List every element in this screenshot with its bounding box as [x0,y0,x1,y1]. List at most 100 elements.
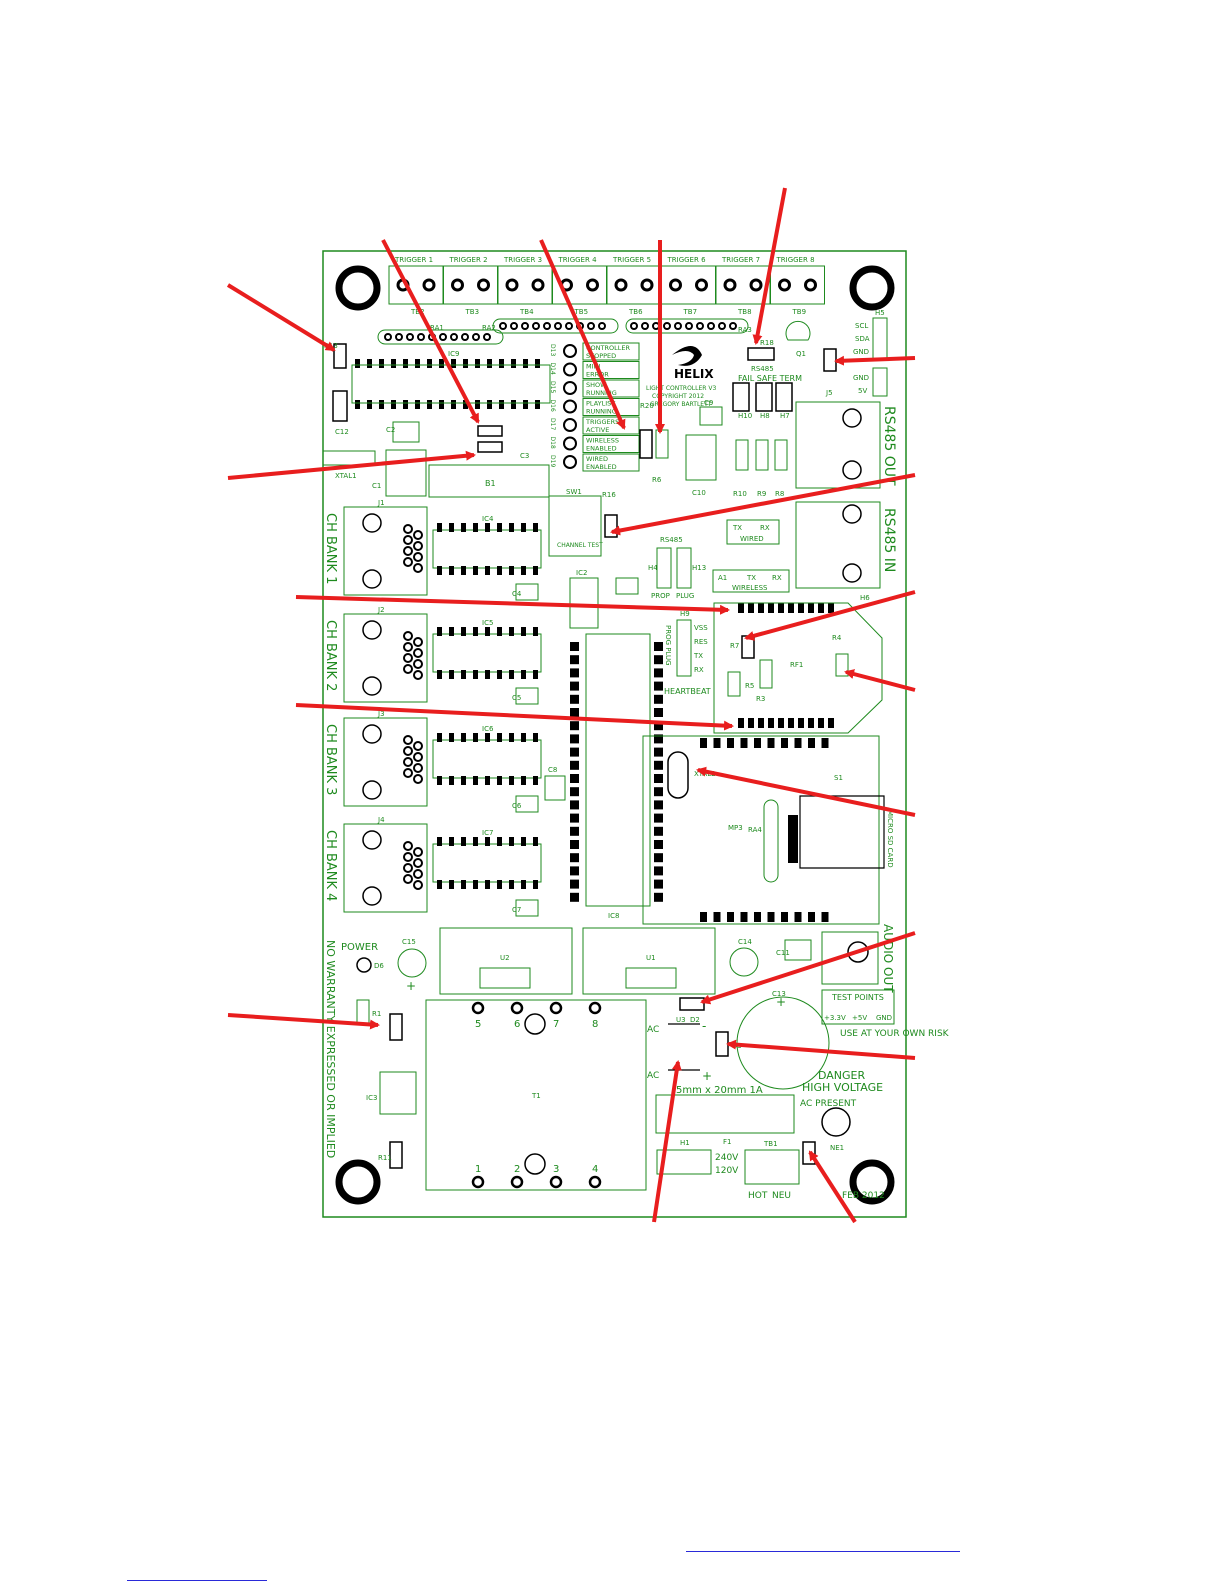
trigger-tb-label: TB3 [465,308,480,316]
ch-bank-label: CH BANK 4 [323,830,338,901]
ic8-pin [654,866,663,876]
c3-label: C3 [520,452,529,460]
rtc-pwr-header: SCL SDA GND GND 5V H5 [853,309,888,397]
mp3-label: MP3 [728,824,743,832]
trigger-tb-label: TB7 [683,308,698,316]
driver-ic-pin [521,776,526,785]
annotation-arrow [696,766,916,817]
ic8-pin [654,879,663,889]
driver-ic [432,633,542,673]
trigger-label: TRIGGER 6 [667,256,707,264]
rf1-pin [778,603,784,613]
tb1-label: TB1 [763,1140,778,1148]
q1-label: Q1 [796,350,806,358]
d6-label: D6 [374,962,384,970]
s1-pin [754,738,761,748]
ic9-pin [499,359,504,368]
ic2-label: IC2 [576,569,587,577]
ic8-pin [570,708,579,717]
driver-ic-pin [485,523,490,532]
driver-ic-pin [521,523,526,532]
mounting-holes [335,265,895,1205]
logo-line3: GREGORY BARTLETT [650,401,712,408]
s1-mp3-module: S1 MP3 MICRO SD CARD [642,735,894,925]
ac-present-label: AC PRESENT [800,1099,857,1109]
ic9-label: IC9 [448,350,459,358]
b1-label: B1 [485,479,496,488]
t1-pin-label: 5 [475,1019,481,1030]
array-pad [510,322,518,330]
driver-ic-pin [509,523,514,532]
driver-ic-pin [521,733,526,742]
ic9-pin [379,359,384,368]
wireless-label: WIRELESS [732,584,768,592]
bridge-plus-label: + [702,1069,712,1083]
ch-bank-jack [343,717,428,807]
s1-pin [794,738,802,748]
ic8-pin [570,760,579,770]
c5-label: C5 [512,694,521,702]
logo-line2: COPYRIGHT 2012 [652,393,704,400]
ic8-pin [570,681,579,691]
jack-pin [403,557,413,567]
jack-hole [362,676,382,696]
jack-pin [403,642,413,652]
j5: J5 [823,348,837,397]
rf1-label: RF1 [790,661,803,669]
r5-label: R5 [745,682,754,690]
t1-pin-label: 8 [592,1019,598,1030]
c13: C13 + [736,990,830,1090]
driver-ic-pin [473,566,478,575]
driver-ic-pin [473,837,478,846]
array-pad [450,333,458,341]
ic9: IC9 [351,350,551,404]
footer-link-underline [686,1551,960,1552]
r11-label: R11 [378,1154,392,1162]
driver-ic-pin [533,776,538,785]
annotation-arrow [726,1039,916,1060]
jack-pin [403,852,413,862]
driver-ic-pin [509,627,514,636]
status-led-box [582,453,640,472]
ic9-pin [391,400,396,409]
s1-pin [713,738,721,748]
annotation-arrow [808,1150,857,1224]
small-caps: C4 C5 C6 C7 C8 C9 [512,399,723,917]
plug-label: PLUG [676,592,694,600]
array-pad [395,333,403,341]
jack-pin [413,552,423,562]
c13-label: C13 [772,990,786,998]
wireless-tx-label: TX [746,574,756,582]
s1-pin [767,912,775,922]
driver-ic-pin [473,733,478,742]
ic8-pin [654,721,663,731]
r10-r9-r8: R10 R9 R8 [733,439,788,498]
ic8-pin [570,826,579,836]
jack-pin [413,752,423,762]
status-led-box [582,416,640,435]
ic9-pin [355,359,360,368]
c12-label: C12 [335,428,349,436]
annotation-arrow [295,595,730,615]
driver-ic [432,843,542,883]
driver-ic-pin [533,880,538,889]
rf1-pin [778,718,784,728]
driver-ic-pin [533,837,538,846]
trigger-tb-label: TB9 [792,308,807,316]
rf1-pin [748,603,754,613]
jack-pin [413,763,423,773]
ic9-pin [367,400,372,409]
jack-pin [403,874,413,884]
rf1-pin [818,718,824,728]
c10-label: C10 [692,489,706,497]
s1-pin [821,738,829,748]
driver-ic-pin [497,627,502,636]
ic9-pin [367,359,372,368]
t1-pin-label: 1 [475,1164,481,1175]
xtal1-label: XTAL1 [335,472,357,480]
jack-pin [403,768,413,778]
c8-label: C8 [548,766,557,774]
c14-label: C14 [738,938,752,946]
